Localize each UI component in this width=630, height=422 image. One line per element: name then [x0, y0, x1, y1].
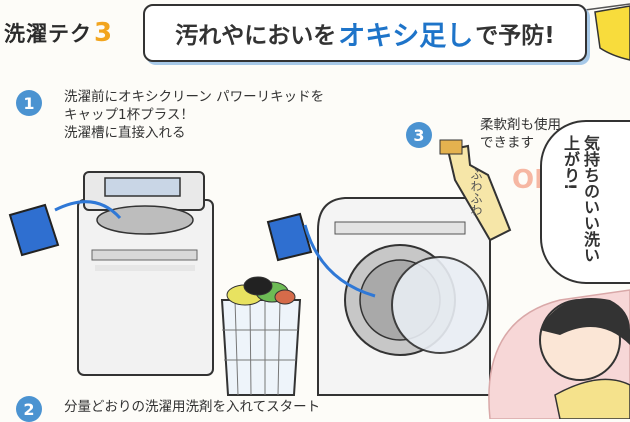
step-1-text: 洗濯前にオキシクリーン パワーリキッドを キャップ1杯プラス！ 洗濯槽に直接入れ… — [64, 88, 324, 142]
step-1-badge: 1 — [16, 90, 42, 116]
softener-bottle-icon — [439, 139, 512, 242]
step-1-line-1: 洗濯前にオキシクリーン パワーリキッドを — [64, 89, 325, 105]
step-3-badge: 3 — [406, 122, 432, 148]
clothesline-icon — [584, 3, 630, 11]
step-3-text: 柔軟剤も使用 できます — [480, 116, 561, 152]
section-label: 洗濯テク3 — [4, 18, 113, 48]
pour-arrow-icon-2 — [303, 224, 376, 298]
step-3-line-1: 柔軟剤も使用 — [480, 117, 561, 133]
section-number: 3 — [94, 18, 114, 48]
step-2-text: 分量どおりの洗濯用洗剤を入れてスタート — [64, 399, 321, 415]
bottle-label: ふわふわ — [469, 168, 483, 216]
speech-bubble-text: 気持ちのいい洗い上がり! — [561, 135, 600, 263]
title-banner: 汚れやにおいをオキシ足しで予防! — [143, 4, 587, 62]
step-1-line-3: 洗濯槽に直接入れる — [64, 125, 186, 141]
title-highlight: オキシ足し — [338, 20, 474, 52]
speech-bubble — [540, 120, 630, 284]
title-after: で予防! — [475, 23, 555, 49]
person-hugging-towel-icon — [488, 289, 630, 419]
detergent-cap-icon-1 — [8, 203, 60, 257]
laundry-basket-icon — [220, 276, 302, 396]
drum-washer-icon — [317, 197, 491, 396]
step-1-line-2: キャップ1杯プラス！ — [64, 107, 194, 123]
step-3-line-2: できます — [480, 135, 534, 151]
section-label-text: 洗濯テク — [4, 22, 92, 46]
top-load-washer-icon — [77, 171, 214, 376]
yellow-towel-icon — [594, 5, 630, 61]
detergent-cap-icon-2 — [266, 212, 313, 262]
pour-arrow-icon-1 — [54, 200, 122, 220]
title-before: 汚れやにおいを — [175, 23, 337, 49]
step-2-badge: 2 — [16, 396, 42, 422]
